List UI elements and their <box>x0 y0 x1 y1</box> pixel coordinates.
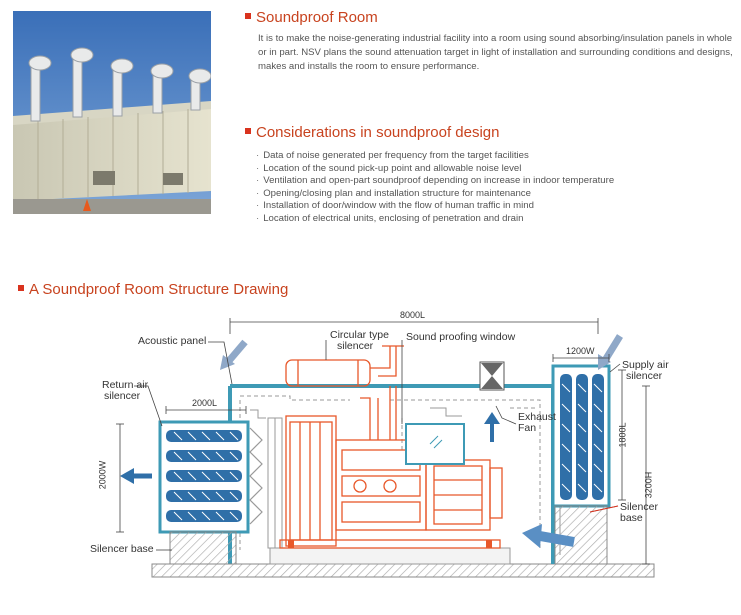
engine-fills <box>288 540 492 548</box>
exhaust-fan-label-2: Fan <box>518 422 537 434</box>
ground-slab <box>151 563 655 578</box>
considerations-title-text: Considerations in soundproof design <box>256 124 500 141</box>
exhaust-fan <box>479 361 505 391</box>
silencer-base-right-label-1: Silencer <box>620 501 658 513</box>
dim-total-height: 3200H <box>643 471 654 499</box>
exhaust-arrow-head <box>484 412 500 424</box>
soundproof-room-description: It is to make the noise-generating indus… <box>258 33 733 72</box>
supply-air-label-1: Supply air <box>622 359 669 371</box>
structure-drawing: Acoustic panel Circular type silencer So… <box>90 300 741 610</box>
title-bullet-icon <box>245 128 251 135</box>
considerations-list: Data of noise generated per frequency fr… <box>256 150 614 226</box>
supply-silencer-base <box>554 505 608 565</box>
dim-supply-width: 1200W <box>566 346 595 356</box>
list-item: Location of the sound pick-up point and … <box>256 163 614 176</box>
return-air-label-2: silencer <box>104 390 141 402</box>
supply-air-label-2: silencer <box>626 370 663 382</box>
circular-silencer-label-1: Circular type <box>330 329 389 341</box>
soundproof-room-title: Soundproof Room <box>245 9 378 26</box>
list-item: Data of noise generated per frequency fr… <box>256 150 614 163</box>
exhaust-fan-label-1: Exhaust <box>518 411 556 423</box>
soundproof-room-photo <box>13 11 211 214</box>
silencer-base-right-label-2: base <box>620 512 643 524</box>
dim-return-width: 2000W <box>97 460 108 490</box>
sound-window-label: Sound proofing window <box>406 331 516 343</box>
soundproof-room-title-text: Soundproof Room <box>256 9 378 26</box>
structure-drawing-svg <box>116 318 655 578</box>
list-item: Installation of door/window with the flo… <box>256 200 614 213</box>
considerations-title: Considerations in soundproof design <box>245 124 500 141</box>
dim-supply-height: 1800L <box>617 422 628 448</box>
airflow-arrows <box>120 334 623 548</box>
structure-drawing-title: A Soundproof Room Structure Drawing <box>18 281 288 298</box>
return-air-label-1: Return air <box>102 379 149 391</box>
list-item: Opening/closing plan and installation st… <box>256 188 614 201</box>
acoustic-panel-label: Acoustic panel <box>138 335 207 347</box>
list-item: Ventilation and open-part soundproof dep… <box>256 175 614 188</box>
supply-air-silencer <box>551 364 611 565</box>
list-item: Location of electrical units, enclosing … <box>256 213 614 226</box>
return-silencer-base <box>169 531 237 565</box>
silencer-base-left-label: Silencer base <box>90 543 154 555</box>
dim-return-length: 2000L <box>192 398 218 408</box>
circular-silencer-label-2: silencer <box>337 340 374 352</box>
title-bullet-icon <box>18 285 24 292</box>
engine-foundation <box>269 547 511 565</box>
generator-engine <box>279 345 503 549</box>
structure-drawing-title-text: A Soundproof Room Structure Drawing <box>29 281 289 298</box>
radiator <box>267 417 283 549</box>
title-bullet-icon <box>245 13 251 20</box>
dimension-lines <box>116 318 650 565</box>
sound-proofing-window <box>405 423 465 465</box>
dim-total-length: 8000L <box>400 310 426 320</box>
return-air-silencer <box>158 420 263 565</box>
